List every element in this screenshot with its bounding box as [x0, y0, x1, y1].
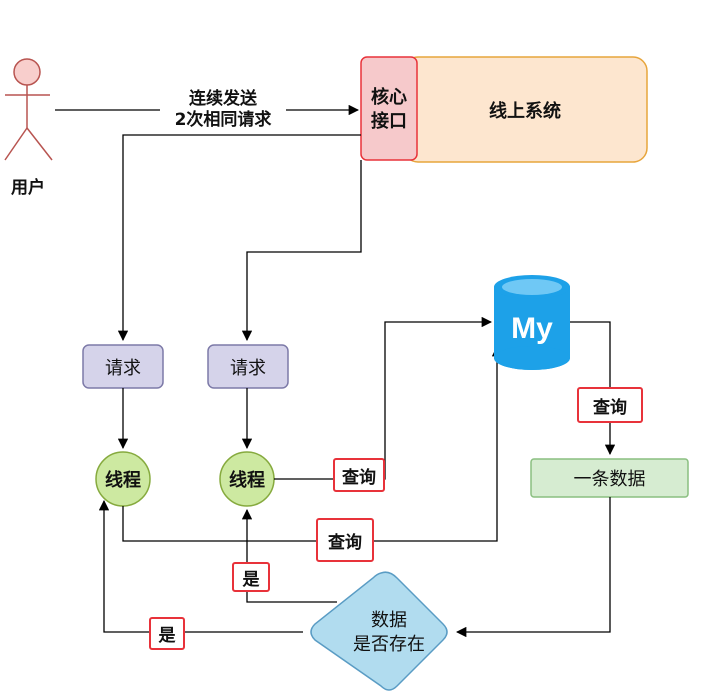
send-label-line1: 连续发送	[189, 89, 257, 109]
mysql-database-icon: My	[494, 275, 570, 370]
yes-label-right: 是	[232, 562, 270, 592]
edge-thread-right-to-db	[274, 316, 493, 480]
query-label-db: 查询	[577, 387, 643, 423]
send-label: 连续发送 2次相同请求	[160, 89, 286, 131]
thread-right-node[interactable]: 线程	[229, 470, 265, 491]
user-actor-icon	[4, 58, 53, 161]
thread-left-node[interactable]: 线程	[105, 470, 141, 491]
query-label-thread-left: 查询	[316, 518, 374, 562]
user-label: 用户	[11, 177, 45, 198]
edge-core-to-request-right	[241, 160, 362, 342]
send-label-line2: 2次相同请求	[174, 110, 272, 130]
request-right-node[interactable]: 请求	[230, 357, 266, 379]
svg-text:My: My	[511, 312, 553, 345]
edge-record-to-decision	[455, 497, 611, 638]
edge-thread-left-to-db	[122, 345, 503, 542]
core-interface-line2: 接口	[371, 111, 407, 132]
yes-label-left: 是	[149, 617, 185, 650]
edge-core-to-request-left	[117, 134, 361, 342]
request-left-node[interactable]: 请求	[105, 357, 141, 379]
core-interface-line1: 核心	[371, 87, 407, 108]
query-label-thread-right: 查询	[333, 458, 385, 492]
core-interface-node[interactable]: 核心 接口	[361, 80, 417, 140]
decision-line2: 是否存在	[353, 634, 425, 655]
decision-node[interactable]: 数据 是否存在	[320, 608, 458, 658]
online-system-node[interactable]: 线上系统	[489, 101, 561, 122]
decision-line1: 数据	[371, 610, 407, 631]
decision-shape	[310, 571, 448, 691]
edge-decision-to-thread-left	[98, 499, 303, 633]
one-record-node[interactable]: 一条数据	[573, 469, 646, 490]
request-right-shape	[207, 344, 289, 389]
core-interface-shape	[360, 56, 418, 161]
edge-decision-to-thread-right	[241, 508, 337, 603]
